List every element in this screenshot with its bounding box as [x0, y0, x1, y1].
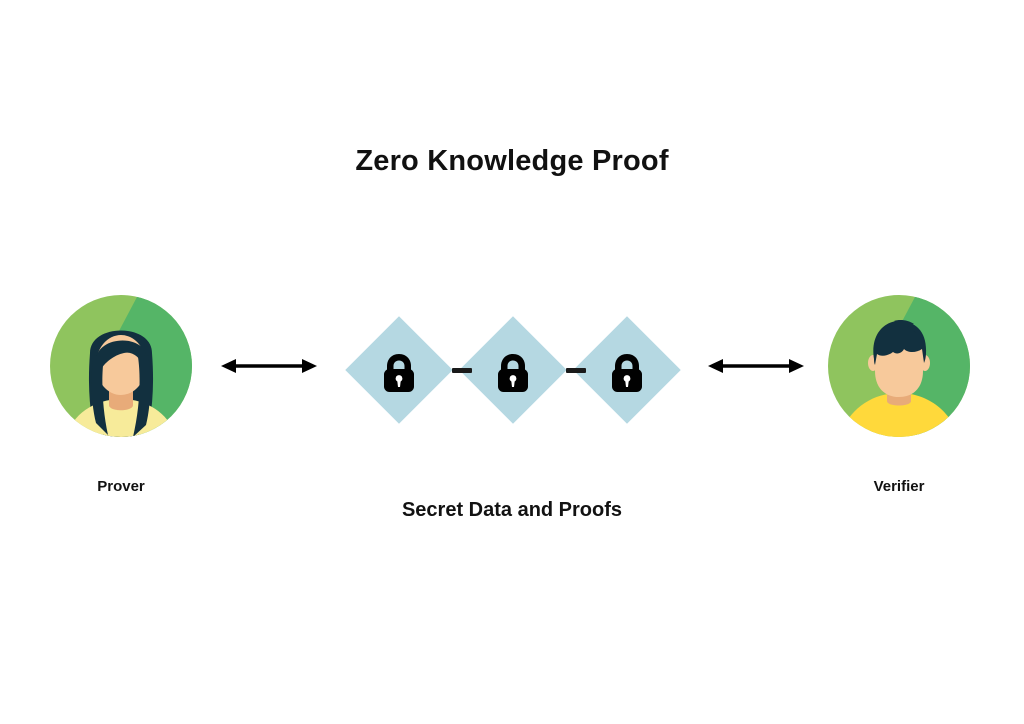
- male-avatar-icon: [828, 295, 970, 437]
- padlock-icon: [610, 354, 644, 392]
- arrow-data-to-verifier: [708, 352, 804, 380]
- arrow-prover-to-data: [221, 352, 317, 380]
- female-avatar-icon: [50, 295, 192, 437]
- chain-link-2: [566, 368, 586, 373]
- padlock-icon: [382, 354, 416, 392]
- padlock-icon: [496, 354, 530, 392]
- chain-link-1: [452, 368, 472, 373]
- caption-prover: Prover: [97, 478, 145, 495]
- avatar-prover: [50, 295, 192, 437]
- page-title: Zero Knowledge Proof: [355, 145, 669, 177]
- caption-verifier: Verifier: [873, 478, 925, 495]
- secret-data-chain: [345, 316, 681, 426]
- avatar-verifier: [828, 295, 970, 437]
- caption-secret-data: Secret Data and Proofs: [401, 499, 623, 521]
